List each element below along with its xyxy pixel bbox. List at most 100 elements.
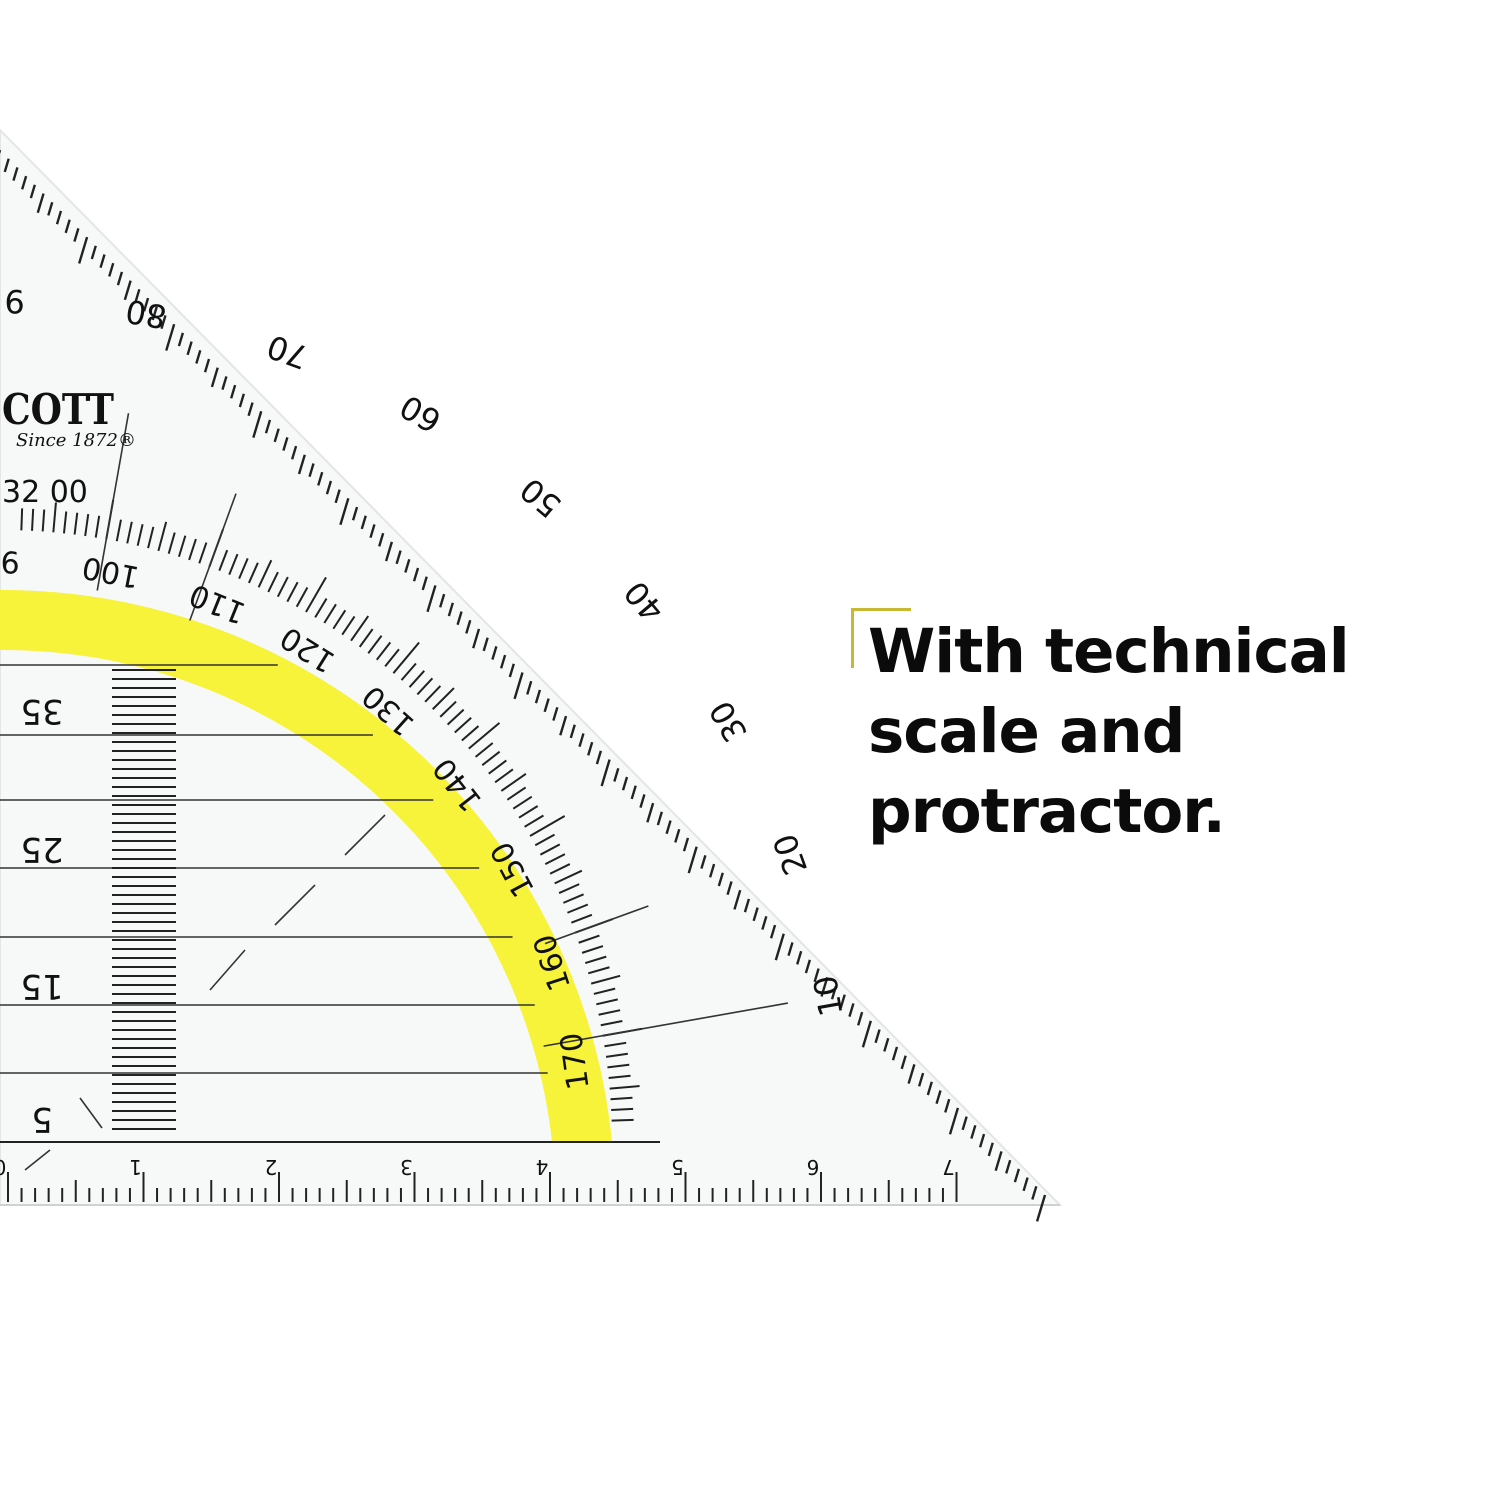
degree-tick bbox=[198, 542, 208, 564]
hyp-tick bbox=[656, 811, 663, 826]
hyp-tick bbox=[230, 384, 237, 399]
diagonal-hatch bbox=[79, 1097, 103, 1129]
hyp-tick bbox=[186, 341, 193, 356]
yellow-degree-band bbox=[0, 589, 612, 1142]
hyp-tick bbox=[1005, 1159, 1012, 1174]
degree-tick bbox=[578, 934, 600, 944]
degree-tick bbox=[332, 609, 347, 630]
hyp-tick bbox=[456, 611, 463, 626]
degree-tick bbox=[188, 538, 197, 561]
hyp-tick bbox=[447, 602, 454, 617]
hyp-tick bbox=[935, 1090, 942, 1105]
degree-tick bbox=[115, 519, 122, 542]
inner-degree-label: 9 bbox=[0, 543, 20, 578]
headline-line-1: With technical bbox=[868, 616, 1350, 687]
diagonal-hatch bbox=[209, 949, 246, 991]
degree-tick bbox=[446, 708, 465, 726]
hyp-tick bbox=[891, 1046, 899, 1061]
hyp-tick bbox=[970, 1124, 977, 1139]
hyp-tick bbox=[64, 219, 71, 234]
hyp-tick bbox=[630, 785, 637, 800]
degree-tick bbox=[454, 717, 472, 734]
degree-tick bbox=[605, 1052, 628, 1058]
ruler-ticks bbox=[7, 1172, 958, 1202]
hyp-tick bbox=[1022, 1177, 1029, 1192]
degree-tick bbox=[305, 576, 327, 613]
diagonal-hatch bbox=[24, 1149, 51, 1171]
hyp-tick bbox=[1035, 1194, 1047, 1222]
degree-tick bbox=[558, 883, 580, 894]
cm-label: 1 bbox=[129, 1155, 142, 1179]
degree-tick bbox=[588, 966, 610, 975]
hyp-tick bbox=[513, 672, 524, 700]
degree-tick bbox=[52, 502, 57, 533]
hyp-tick bbox=[264, 419, 272, 434]
degree-tick bbox=[416, 677, 434, 696]
hyp-tick bbox=[151, 306, 158, 321]
degree-tick bbox=[604, 1041, 627, 1048]
degree-tick bbox=[20, 508, 24, 531]
hyp-tick bbox=[774, 933, 785, 961]
hyp-tick bbox=[687, 846, 698, 874]
hyp-tick bbox=[36, 193, 45, 214]
degree-tick bbox=[570, 913, 593, 924]
degree-tick bbox=[350, 615, 370, 642]
degree-tick bbox=[562, 893, 584, 904]
hyp-tick bbox=[639, 794, 646, 808]
degree-tick bbox=[341, 615, 356, 636]
center-ladder bbox=[112, 669, 176, 1130]
hyp-tick bbox=[534, 689, 542, 704]
diagonal-hatch bbox=[274, 884, 316, 926]
degree-tick bbox=[41, 509, 46, 532]
hyp-tick bbox=[116, 271, 124, 286]
hyp-tick bbox=[465, 619, 472, 634]
degree-tick bbox=[358, 628, 374, 648]
hyp-tick bbox=[210, 367, 219, 388]
hyp-tick bbox=[830, 985, 838, 1000]
hyp-tick bbox=[290, 445, 298, 460]
hyp-tick bbox=[907, 1064, 916, 1084]
degree-tick bbox=[228, 553, 239, 575]
outer-degree-label: 70 bbox=[262, 327, 313, 377]
hyp-tick bbox=[47, 201, 54, 216]
hyp-tick bbox=[646, 802, 655, 823]
degree-tick bbox=[392, 641, 420, 674]
hyp-tick bbox=[297, 454, 306, 475]
hyp-tick bbox=[559, 715, 568, 736]
hyp-tick bbox=[221, 376, 228, 390]
hyp-tick bbox=[508, 663, 515, 678]
degree-tick bbox=[94, 515, 101, 538]
hyp-tick bbox=[247, 402, 254, 417]
hyp-tick bbox=[325, 480, 333, 495]
outer-degree-label: 80 bbox=[123, 292, 170, 336]
parallel-scale-label: 35 bbox=[20, 691, 63, 731]
degree-tick bbox=[529, 815, 566, 837]
hyp-tick bbox=[700, 855, 707, 869]
outer-degree-label: 40 bbox=[617, 574, 672, 630]
hyp-tick bbox=[90, 245, 97, 260]
radial-line bbox=[543, 1002, 788, 1047]
degree-tick bbox=[567, 903, 589, 914]
hyp-tick bbox=[569, 724, 576, 739]
degree-tick bbox=[257, 559, 273, 588]
degree-tick bbox=[62, 511, 68, 534]
hyp-tick bbox=[29, 184, 36, 199]
brand-logo: COTT bbox=[2, 385, 114, 434]
degree-tick bbox=[481, 750, 501, 767]
hyp-tick bbox=[404, 558, 411, 573]
degree-tick bbox=[424, 685, 442, 703]
degree-tick bbox=[267, 571, 279, 593]
hyp-tick bbox=[578, 733, 585, 748]
degree-tick bbox=[598, 1009, 621, 1016]
degree-tick bbox=[147, 526, 155, 549]
hyp-tick bbox=[134, 288, 141, 303]
hyp-tick bbox=[600, 759, 611, 787]
hyp-tick bbox=[820, 976, 829, 997]
hyp-tick bbox=[351, 506, 359, 521]
degree-tick bbox=[512, 795, 533, 810]
headline-line-3: protractor. bbox=[868, 776, 1226, 847]
degree-tick bbox=[238, 558, 249, 580]
hyp-tick bbox=[378, 532, 385, 547]
hyp-tick bbox=[752, 907, 759, 922]
degree-tick bbox=[554, 869, 583, 885]
